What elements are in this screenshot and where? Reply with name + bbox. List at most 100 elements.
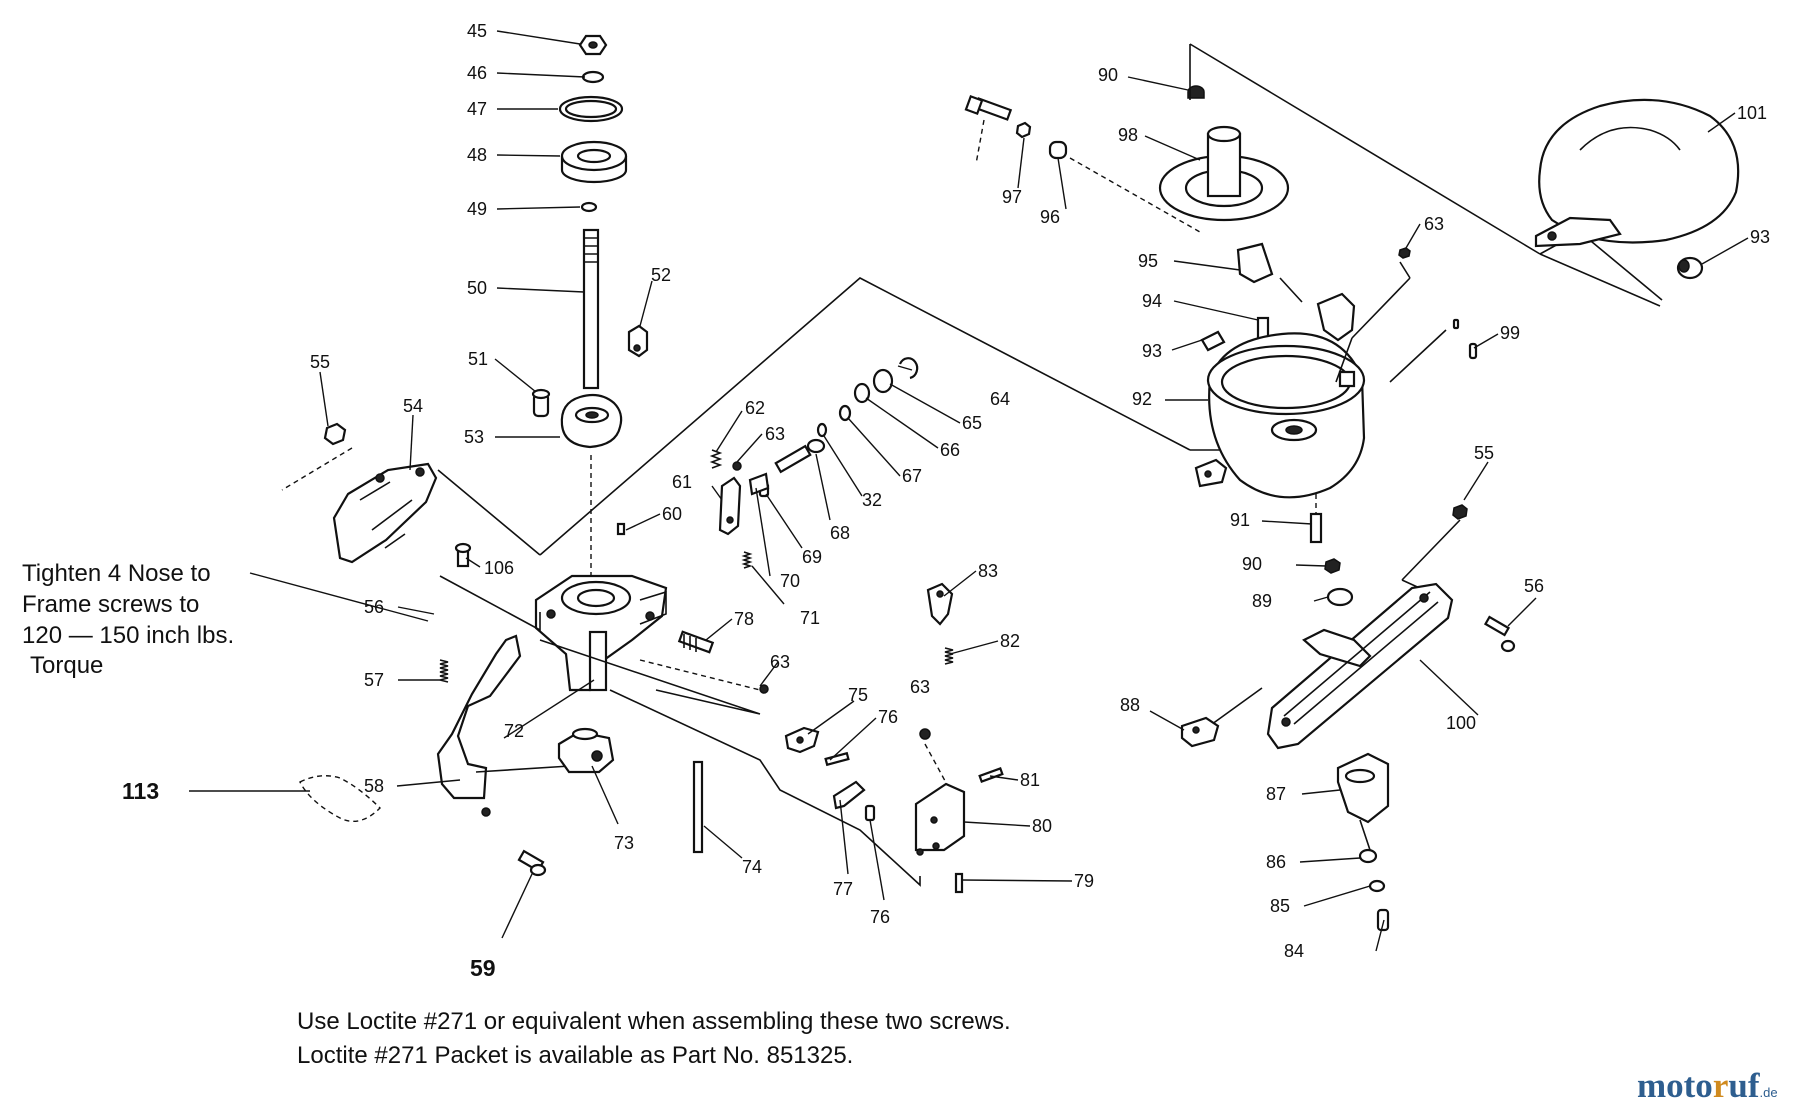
part-85-washer [1368,879,1386,893]
part-57-spring [439,659,449,683]
part-97-bolt [964,94,1013,121]
part-82-spring [944,647,954,665]
part-64-clip [898,357,919,380]
part-label: 73 [614,833,634,853]
part-label: 71 [800,608,820,628]
part-55-nut-b [1452,504,1468,520]
logo-part: uf [1728,1066,1760,1105]
part-83-bracket [926,582,954,626]
loctite-note: Use Loctite #271 or equivalent when asse… [297,1008,1011,1069]
part-81-screw [978,767,1004,783]
part-label: 74 [742,857,762,877]
part-86-washer [1358,848,1378,864]
part-label: 86 [1266,852,1286,872]
leader-lines [189,30,1749,952]
loctite-note-line: Use Loctite #271 or equivalent when asse… [297,1008,1011,1035]
part-label: 78 [734,609,754,629]
part-label: 85 [1270,896,1290,916]
part-label: 47 [467,99,487,119]
part-label: 67 [902,466,922,486]
part-92-bell-housing [1194,292,1366,499]
torque-note-line: Frame screws to [22,591,199,618]
part-90-nut [1324,558,1341,574]
part-93-nipple-a [1200,330,1226,352]
part-65-washer [872,368,894,394]
part-label: 81 [1020,770,1040,790]
part-77-arm [832,780,866,810]
part-53-boot [560,393,623,449]
part-label: 79 [1074,871,1094,891]
part-label: 63 [770,652,790,672]
part-62-spring [709,449,723,469]
motoruf-logo: motoruf.de [1637,1066,1778,1106]
part-label: 66 [940,440,960,460]
logo-part: r [1712,1066,1729,1105]
part-47-o-ring [558,95,624,123]
part-label: 70 [780,571,800,591]
part-label: 80 [1032,816,1052,836]
part-97-nut [1015,121,1032,139]
part-78-screw [677,630,715,654]
centerline-97 [975,119,985,165]
centerline-55 [281,447,353,491]
part-61-arm [718,476,742,536]
part-label: 89 [1252,591,1272,611]
part-label: 98 [1118,125,1138,145]
part-label: 93 [1750,227,1770,247]
part-59-screw [517,849,547,877]
part-label: 90 [1242,554,1262,574]
part-95-stud [1236,242,1274,284]
part-71-spring [741,551,753,569]
part-label: 95 [1138,251,1158,271]
part-label: 87 [1266,784,1286,804]
part-label: 93 [1142,341,1162,361]
part-label: 52 [651,265,671,285]
part-label: 100 [1446,713,1476,733]
part-label: 75 [848,685,868,705]
part-label: 91 [1230,510,1250,530]
part-32-washer [816,422,828,438]
part-label: 96 [1040,207,1060,227]
part-label: 56 [1524,576,1544,596]
part-63-nut-a [732,461,742,471]
part-label: 61 [672,472,692,492]
part-label: 83 [978,561,998,581]
part-63-nut-b [759,684,769,694]
centerline-96 [1069,157,1201,233]
part-label: 56 [364,597,384,617]
part-label: 54 [403,396,423,416]
part-91-stud [1309,512,1323,544]
part-label: 53 [464,427,484,447]
part-label: 46 [467,63,487,83]
part-label: 76 [878,707,898,727]
part-label: 97 [1002,187,1022,207]
part-67-washer [838,404,852,422]
part-68-bolt [774,438,826,474]
part-52-clip [627,324,649,358]
part-80-plate [914,782,966,856]
part-label: 84 [1284,941,1304,961]
part-76-pin-a [824,751,850,767]
frame-outline [439,575,921,887]
part-label: 64 [990,389,1010,409]
part-101-cover [1534,98,1740,248]
part-label: 65 [962,413,982,433]
part-58-lever [436,634,522,817]
part-label: 57 [364,670,384,690]
part-label: 62 [745,398,765,418]
part-106-screw [454,542,472,568]
part-90-cap [1187,85,1205,99]
part-label: 106 [484,558,514,578]
part-63-nut-d [1398,247,1411,259]
part-73-pivot [557,727,615,774]
part-label: 77 [833,879,853,899]
part-label: 63 [765,424,785,444]
part-label: 63 [1424,214,1444,234]
part-label: 60 [662,504,682,524]
part-label: 55 [310,352,330,372]
part-label: 51 [468,349,488,369]
lever-link [475,765,571,773]
part-70-link [748,472,770,496]
part-49-clip [580,201,598,213]
